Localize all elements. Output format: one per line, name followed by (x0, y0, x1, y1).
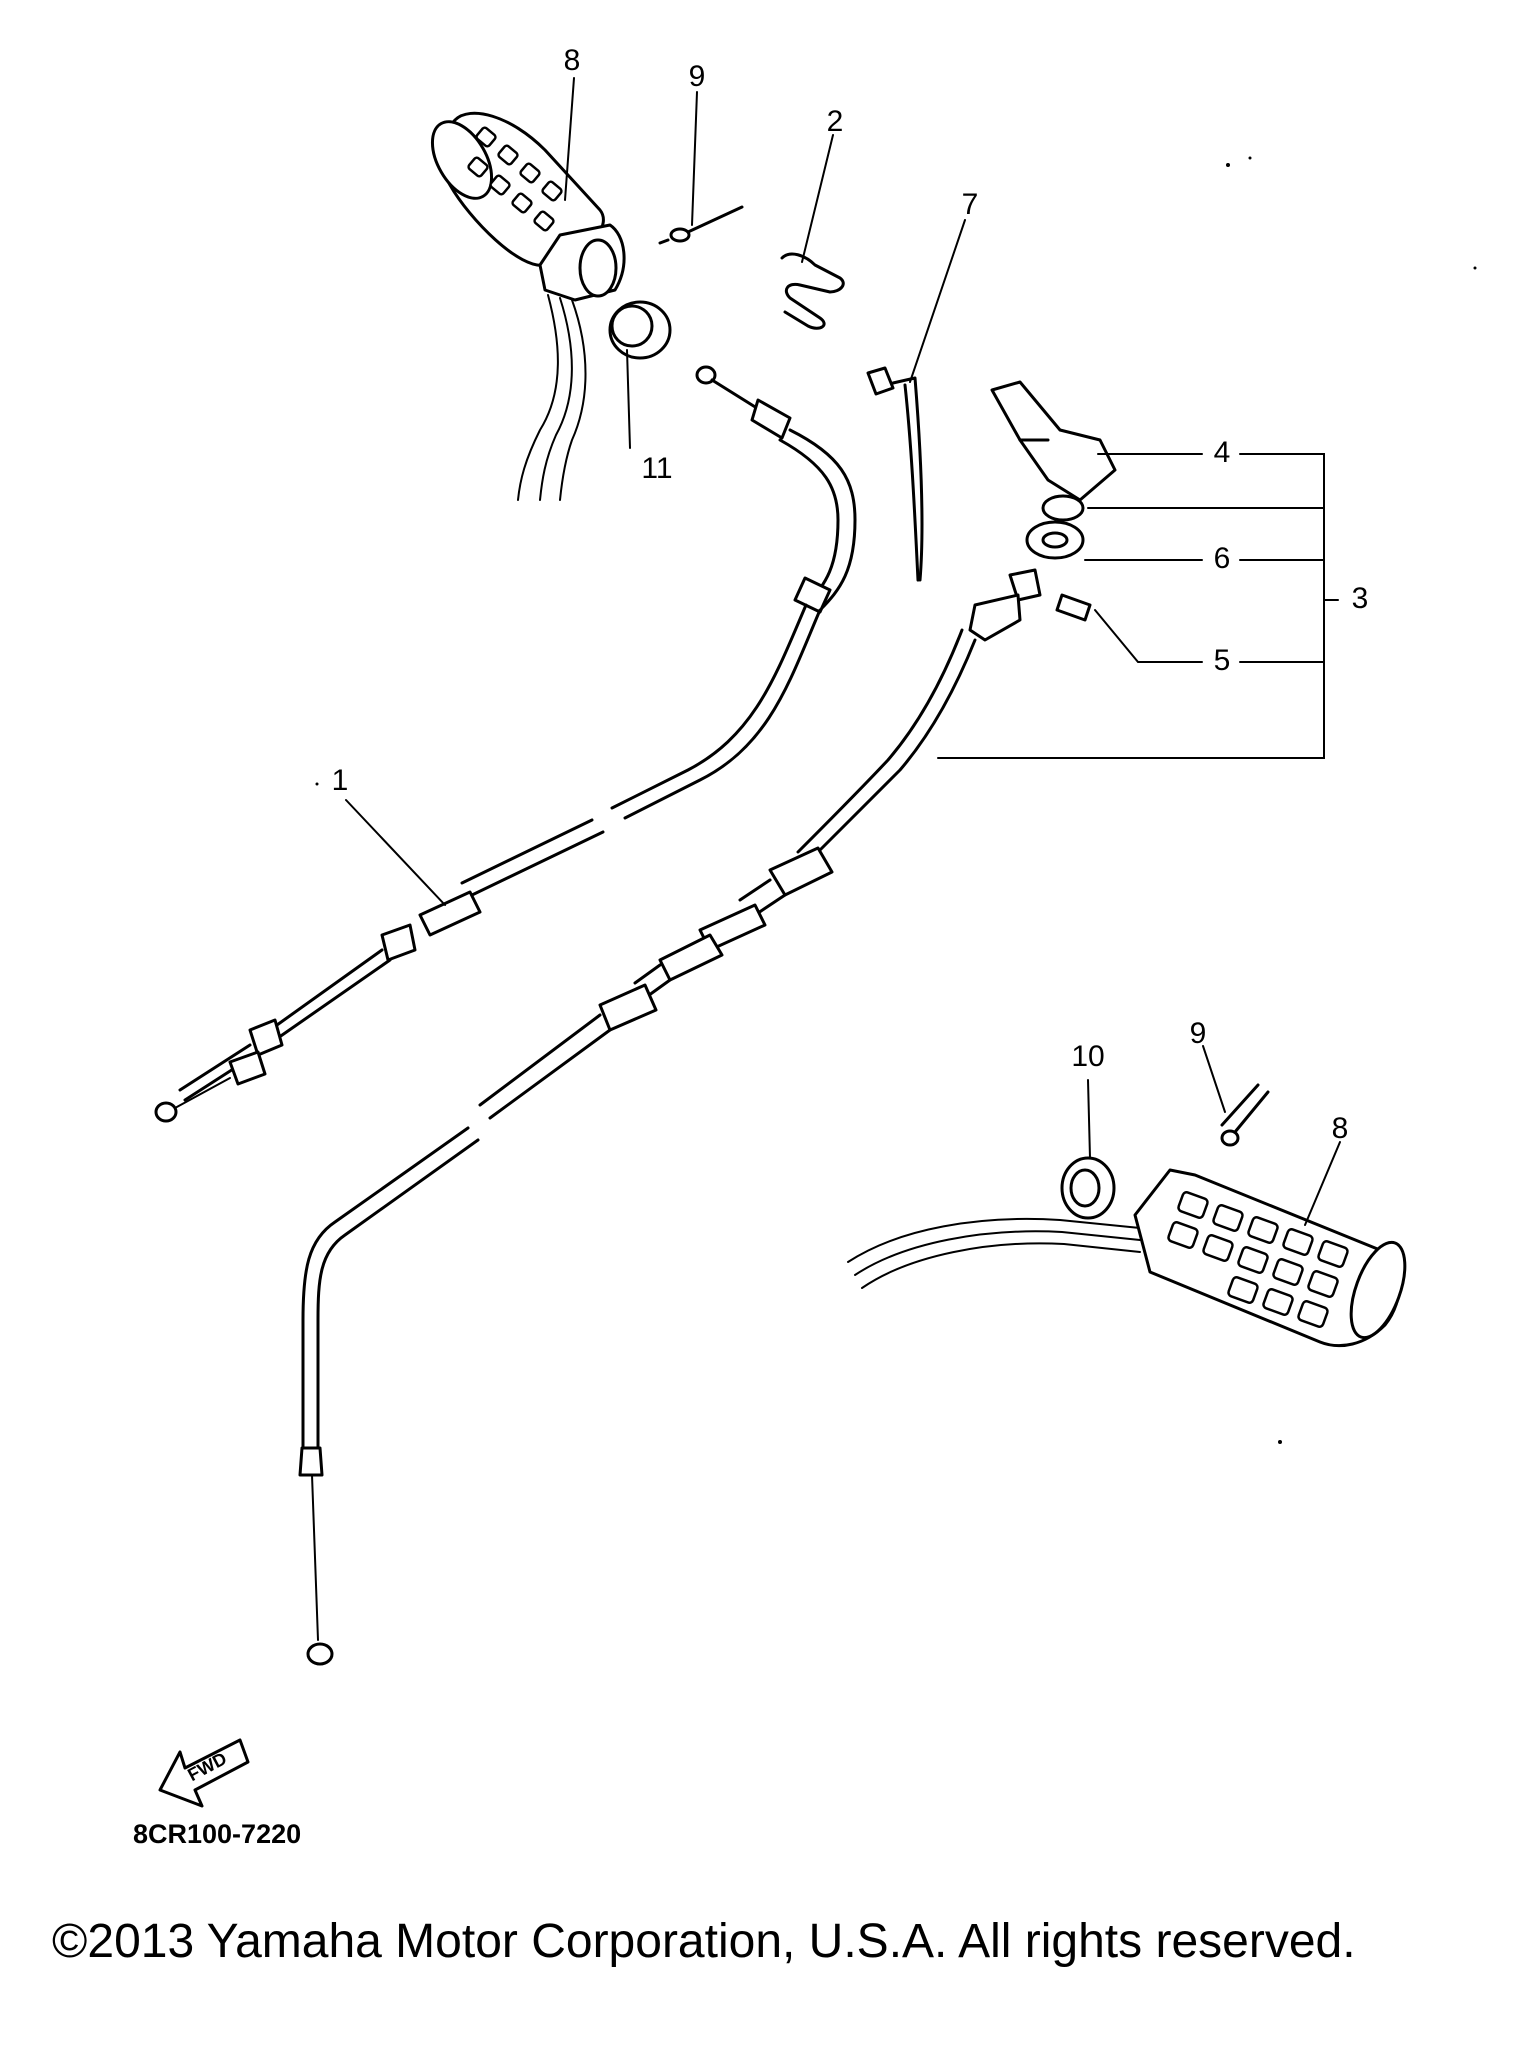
callout-1: 1 (332, 764, 349, 797)
callout-6: 6 (1214, 542, 1231, 575)
throttle-cable (154, 365, 857, 1123)
cable-tie (866, 366, 924, 582)
leader-lines (345, 77, 1341, 1226)
screw-lower (1220, 1083, 1270, 1147)
callout-9-lower: 9 (1190, 1017, 1207, 1050)
collar-upper (608, 300, 672, 360)
right-grip-assembly (847, 1168, 1407, 1348)
choke-cable (298, 568, 1042, 1666)
left-grip-assembly (430, 111, 626, 501)
collar-lower (1060, 1156, 1116, 1220)
part-code: 8CR100-7220 (133, 1819, 302, 1849)
fwd-arrow-icon: FWD (158, 1738, 250, 1808)
spring-clip (780, 252, 845, 330)
callout-3: 3 (1352, 582, 1369, 615)
callout-4: 4 (1214, 436, 1231, 469)
scan-specks (315, 156, 1477, 1444)
callout-11: 11 (641, 452, 672, 485)
choke-lever-assembly (990, 380, 1117, 622)
screw-upper (658, 205, 744, 245)
callout-7: 7 (962, 188, 979, 221)
callout-5: 5 (1214, 644, 1231, 677)
copyright-notice: ©2013 Yamaha Motor Corporation, U.S.A. A… (52, 1915, 1356, 1968)
callout-2: 2 (827, 105, 844, 138)
callout-8-lower: 8 (1332, 1112, 1349, 1145)
callout-numbers: 8 9 2 7 11 4 6 3 5 1 10 9 8 (332, 44, 1369, 1145)
callout-10: 10 (1071, 1040, 1104, 1073)
callout-9-upper: 9 (689, 60, 706, 93)
callout-8-upper: 8 (564, 44, 581, 77)
